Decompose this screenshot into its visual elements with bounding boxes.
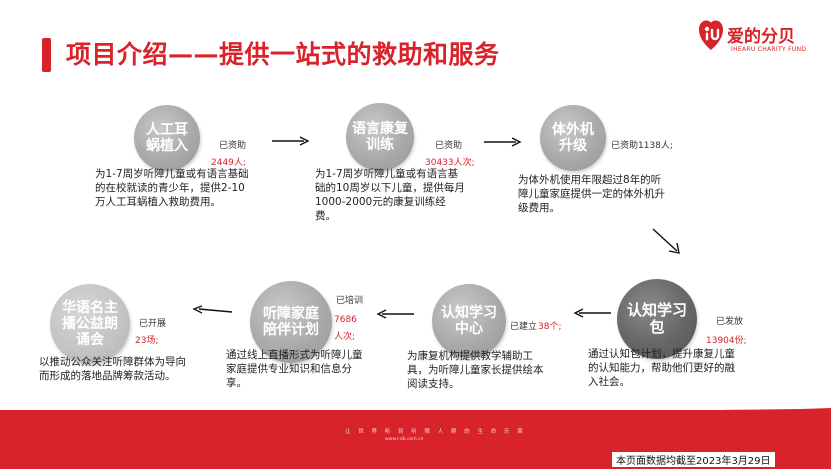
- note-label: 已开展: [139, 319, 167, 329]
- page-title: 项目介绍——提供一站式的救助和服务: [66, 40, 500, 69]
- circle-label: 体外机升级: [552, 121, 594, 154]
- logo-subtitle: IHEARU CHARITY FUND: [731, 46, 807, 53]
- logo-mark-icon: [699, 20, 723, 50]
- item-description: 为康复机构提供教学辅助工具，为听障儿童家长提供绘本阅读支持。: [407, 350, 544, 390]
- circle-label: 认知学习包: [626, 300, 687, 336]
- arrow-down-right-icon: [652, 228, 680, 254]
- arrow-right-icon: [272, 136, 310, 146]
- footer-slogan: 让 世 界 听 到 听 障 人 群 的 生 命 乐 章: [345, 429, 526, 435]
- circle-cognitive-center: 认知学习中心: [432, 284, 506, 358]
- item-description: 为1-7周岁听障儿童或有语言基础的10周岁以下儿童，提供每月1000-2000元…: [315, 168, 465, 222]
- logo-name: 爱的分贝: [727, 27, 795, 47]
- note-value: 2449人;: [211, 158, 246, 168]
- note-label: 已培训: [336, 296, 364, 306]
- note-label: 已发放: [716, 317, 744, 327]
- circle-cognitive-pack: 认知学习包: [617, 279, 697, 359]
- note-label: 已资助: [219, 141, 247, 151]
- note-value: 38个;: [538, 322, 562, 332]
- note-label: 已建立: [510, 322, 538, 332]
- circle-speech-rehab: 语言康复训练: [346, 103, 414, 171]
- note-label: 已资助: [435, 141, 463, 151]
- item-description: 为体外机使用年限超过8年的听障儿童家庭提供一定的体外机升级费用。: [518, 174, 665, 214]
- footer-url: www.i-db.com.cn: [385, 437, 424, 442]
- item-description: 通过认知包计划，提升康复儿童的认知能力，帮助他们更好的融入社会。: [588, 348, 735, 388]
- arrow-left-icon: [376, 309, 414, 319]
- item-description: 通过线上直播形式为听障儿童家庭提供专业知识和信息分享。: [226, 349, 363, 389]
- note-value: 7686人次;: [334, 315, 357, 342]
- arrow-left-icon: [573, 308, 611, 318]
- data-cutoff-note: 本页面数据均截至2023年3月29日: [612, 452, 775, 467]
- circle-family-companion: 听障家庭陪伴计划: [250, 281, 332, 363]
- circle-recital: 华语名主播公益朗诵会: [50, 284, 130, 364]
- circle-label: 语言康复训练: [352, 120, 408, 153]
- note-value: 30433人次;: [425, 158, 475, 168]
- circle-label: 华语名主播公益朗诵会: [62, 299, 118, 349]
- arrow-left-icon: [192, 305, 233, 314]
- note-label: 已资助1138人;: [611, 141, 673, 151]
- circle-device-upgrade: 体外机升级: [540, 105, 606, 171]
- circle-label: 认知学习中心: [441, 304, 497, 337]
- title-accent-bar: [42, 38, 51, 72]
- item-description: 为1-7周岁听障儿童或有语言基础的在校就读的青少年，提供2-10万人工耳蜗植入救…: [95, 168, 249, 208]
- note-value: 13904份;: [706, 336, 747, 346]
- note-value: 23场;: [135, 336, 159, 346]
- circle-label: 人工耳蜗植入: [146, 121, 188, 154]
- arrow-right-icon: [484, 137, 522, 147]
- item-description: 以推动公众关注听障群体为导向而形成的落地品牌筹款活动。: [39, 356, 186, 382]
- circle-cochlear-implant: 人工耳蜗植入: [134, 105, 200, 171]
- circle-label: 听障家庭陪伴计划: [263, 305, 319, 338]
